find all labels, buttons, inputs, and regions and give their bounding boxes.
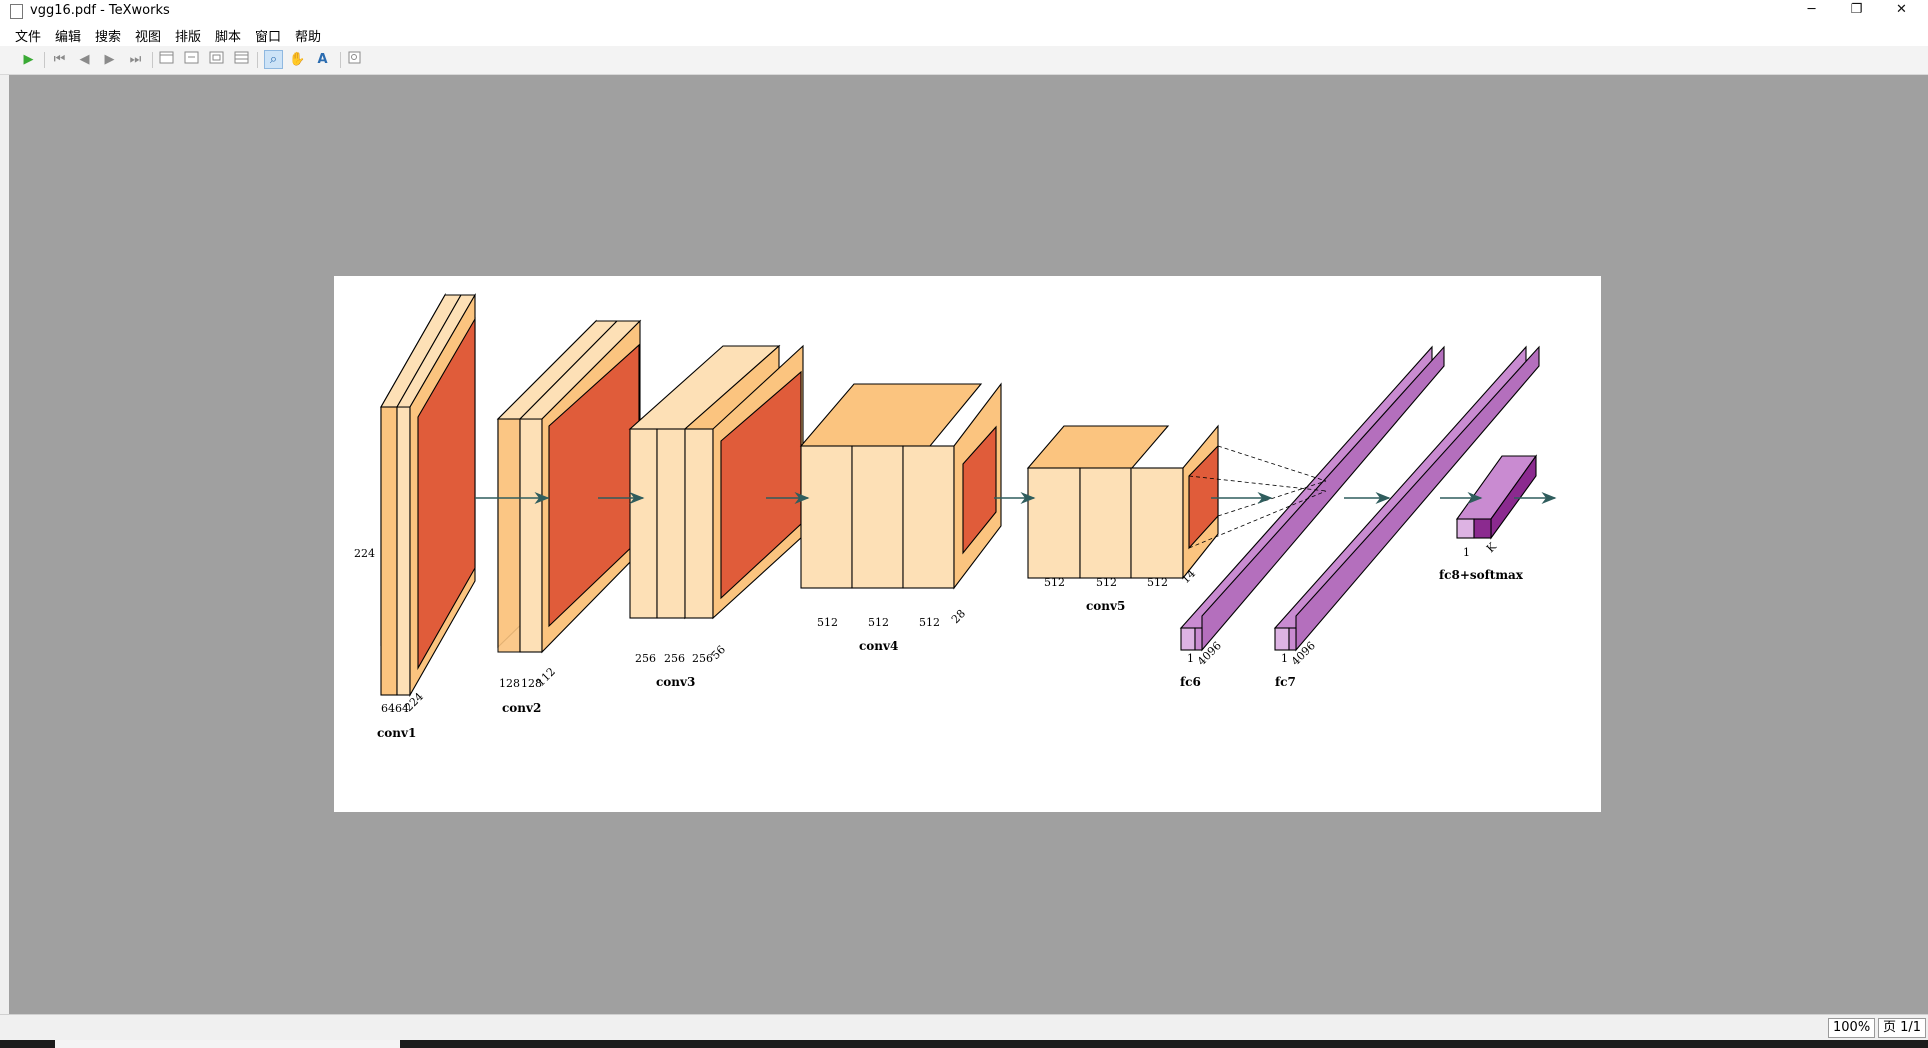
- conv1-dim-label: 64: [381, 702, 395, 715]
- conv4-dim-label: 512: [868, 616, 889, 629]
- fc7-block: [1273, 345, 1540, 652]
- menu-typeset[interactable]: 排版: [175, 30, 202, 45]
- fc8-dim-label: 1: [1463, 546, 1470, 559]
- conv2-label: conv2: [502, 701, 541, 715]
- fit-window-icon[interactable]: [208, 51, 225, 68]
- close-button[interactable]: ✕: [1896, 2, 1907, 17]
- vgg16-diagram: 224 64 64 224 conv1 128 128 112 conv2 25…: [354, 292, 1557, 740]
- zoom-level[interactable]: 100%: [1828, 1018, 1876, 1038]
- status-bar: 100% 页 1/1: [0, 1014, 1928, 1041]
- conv5-block: [1026, 424, 1219, 580]
- window-title: vgg16.pdf - TeXworks: [30, 3, 170, 18]
- last-page-icon[interactable]: ⏭: [129, 52, 142, 67]
- toolbar-separator: [152, 52, 153, 68]
- restore-button[interactable]: ❐: [1850, 2, 1863, 17]
- menu-edit[interactable]: 编辑: [55, 30, 82, 45]
- typeset-play-icon[interactable]: ▶: [23, 52, 34, 67]
- minimize-button[interactable]: ─: [1807, 2, 1816, 17]
- conv3-dim-label: 256: [664, 652, 685, 665]
- conv5-label: conv5: [1086, 599, 1125, 613]
- conv5-dim-label: 512: [1147, 576, 1168, 589]
- fc7-label: fc7: [1275, 675, 1296, 689]
- app-icon: [10, 4, 23, 19]
- find-icon[interactable]: [346, 51, 363, 68]
- toolbar-separator: [44, 52, 45, 68]
- prev-page-icon[interactable]: ◀: [79, 52, 90, 67]
- pdf-page: 224 64 64 224 conv1 128 128 112 conv2 25…: [334, 276, 1601, 812]
- conv3-block: [628, 344, 804, 620]
- fc7-dim-label: 1: [1281, 652, 1288, 665]
- conv3-label: conv3: [656, 675, 695, 689]
- conv4-dim-label: 512: [919, 616, 940, 629]
- menu-window[interactable]: 窗口: [255, 30, 282, 45]
- conv4-block: [799, 382, 1002, 590]
- conv4-dim-label: 28: [949, 607, 968, 626]
- conv2-dim-label: 128: [499, 677, 520, 690]
- fit-width-icon[interactable]: [183, 51, 200, 68]
- conv5-dim-label: 512: [1044, 576, 1065, 589]
- menu-view[interactable]: 视图: [135, 30, 162, 45]
- conv1-block: [380, 292, 476, 698]
- conv4-label: conv4: [859, 639, 898, 653]
- taskbar-highlight: [55, 1040, 400, 1048]
- conv1-dim-label: 64: [395, 702, 409, 715]
- next-page-icon[interactable]: ▶: [104, 52, 115, 67]
- conv1-height-label: 224: [354, 547, 375, 560]
- conv2-block: [496, 319, 642, 654]
- conv5-dim-label: 512: [1096, 576, 1117, 589]
- toolbar-separator: [257, 52, 258, 68]
- menu-help[interactable]: 帮助: [295, 30, 322, 45]
- select-text-icon[interactable]: A: [317, 52, 328, 67]
- fc8-dim-label: K: [1484, 540, 1500, 556]
- toolbar-separator: [340, 52, 341, 68]
- fc8-label: fc8+softmax: [1439, 568, 1524, 582]
- conv4-dim-label: 512: [817, 616, 838, 629]
- fc8-block: [1455, 454, 1538, 540]
- left-dock-edge: [0, 75, 9, 1014]
- conv1-label: conv1: [377, 726, 416, 740]
- magnify-tool-icon[interactable]: ⌕: [264, 50, 283, 69]
- fc6-dim-label: 1: [1187, 652, 1194, 665]
- fit-page-icon[interactable]: [233, 51, 250, 68]
- menu-scripts[interactable]: 脚本: [215, 30, 242, 45]
- title-bar: vgg16.pdf - TeXworks ─ ❐ ✕: [0, 0, 1928, 22]
- scroll-hand-icon[interactable]: ✋: [289, 52, 306, 67]
- menu-file[interactable]: 文件: [15, 30, 42, 45]
- menu-bar: 文件 编辑 搜索 视图 排版 脚本 窗口 帮助: [0, 22, 1928, 46]
- conv3-dim-label: 256: [692, 652, 713, 665]
- toolbar: ▶ ⏮ ◀ ▶ ⏭ ⌕ ✋ A: [0, 46, 1928, 75]
- conv3-dim-label: 256: [635, 652, 656, 665]
- first-page-icon[interactable]: ⏮: [53, 52, 66, 67]
- actual-size-icon[interactable]: [158, 51, 175, 68]
- conv2-dim-label: 128: [521, 677, 542, 690]
- taskbar: [0, 1040, 1928, 1048]
- page-indicator[interactable]: 页 1/1: [1878, 1018, 1927, 1038]
- fc6-label: fc6: [1180, 675, 1201, 689]
- menu-search[interactable]: 搜索: [95, 30, 122, 45]
